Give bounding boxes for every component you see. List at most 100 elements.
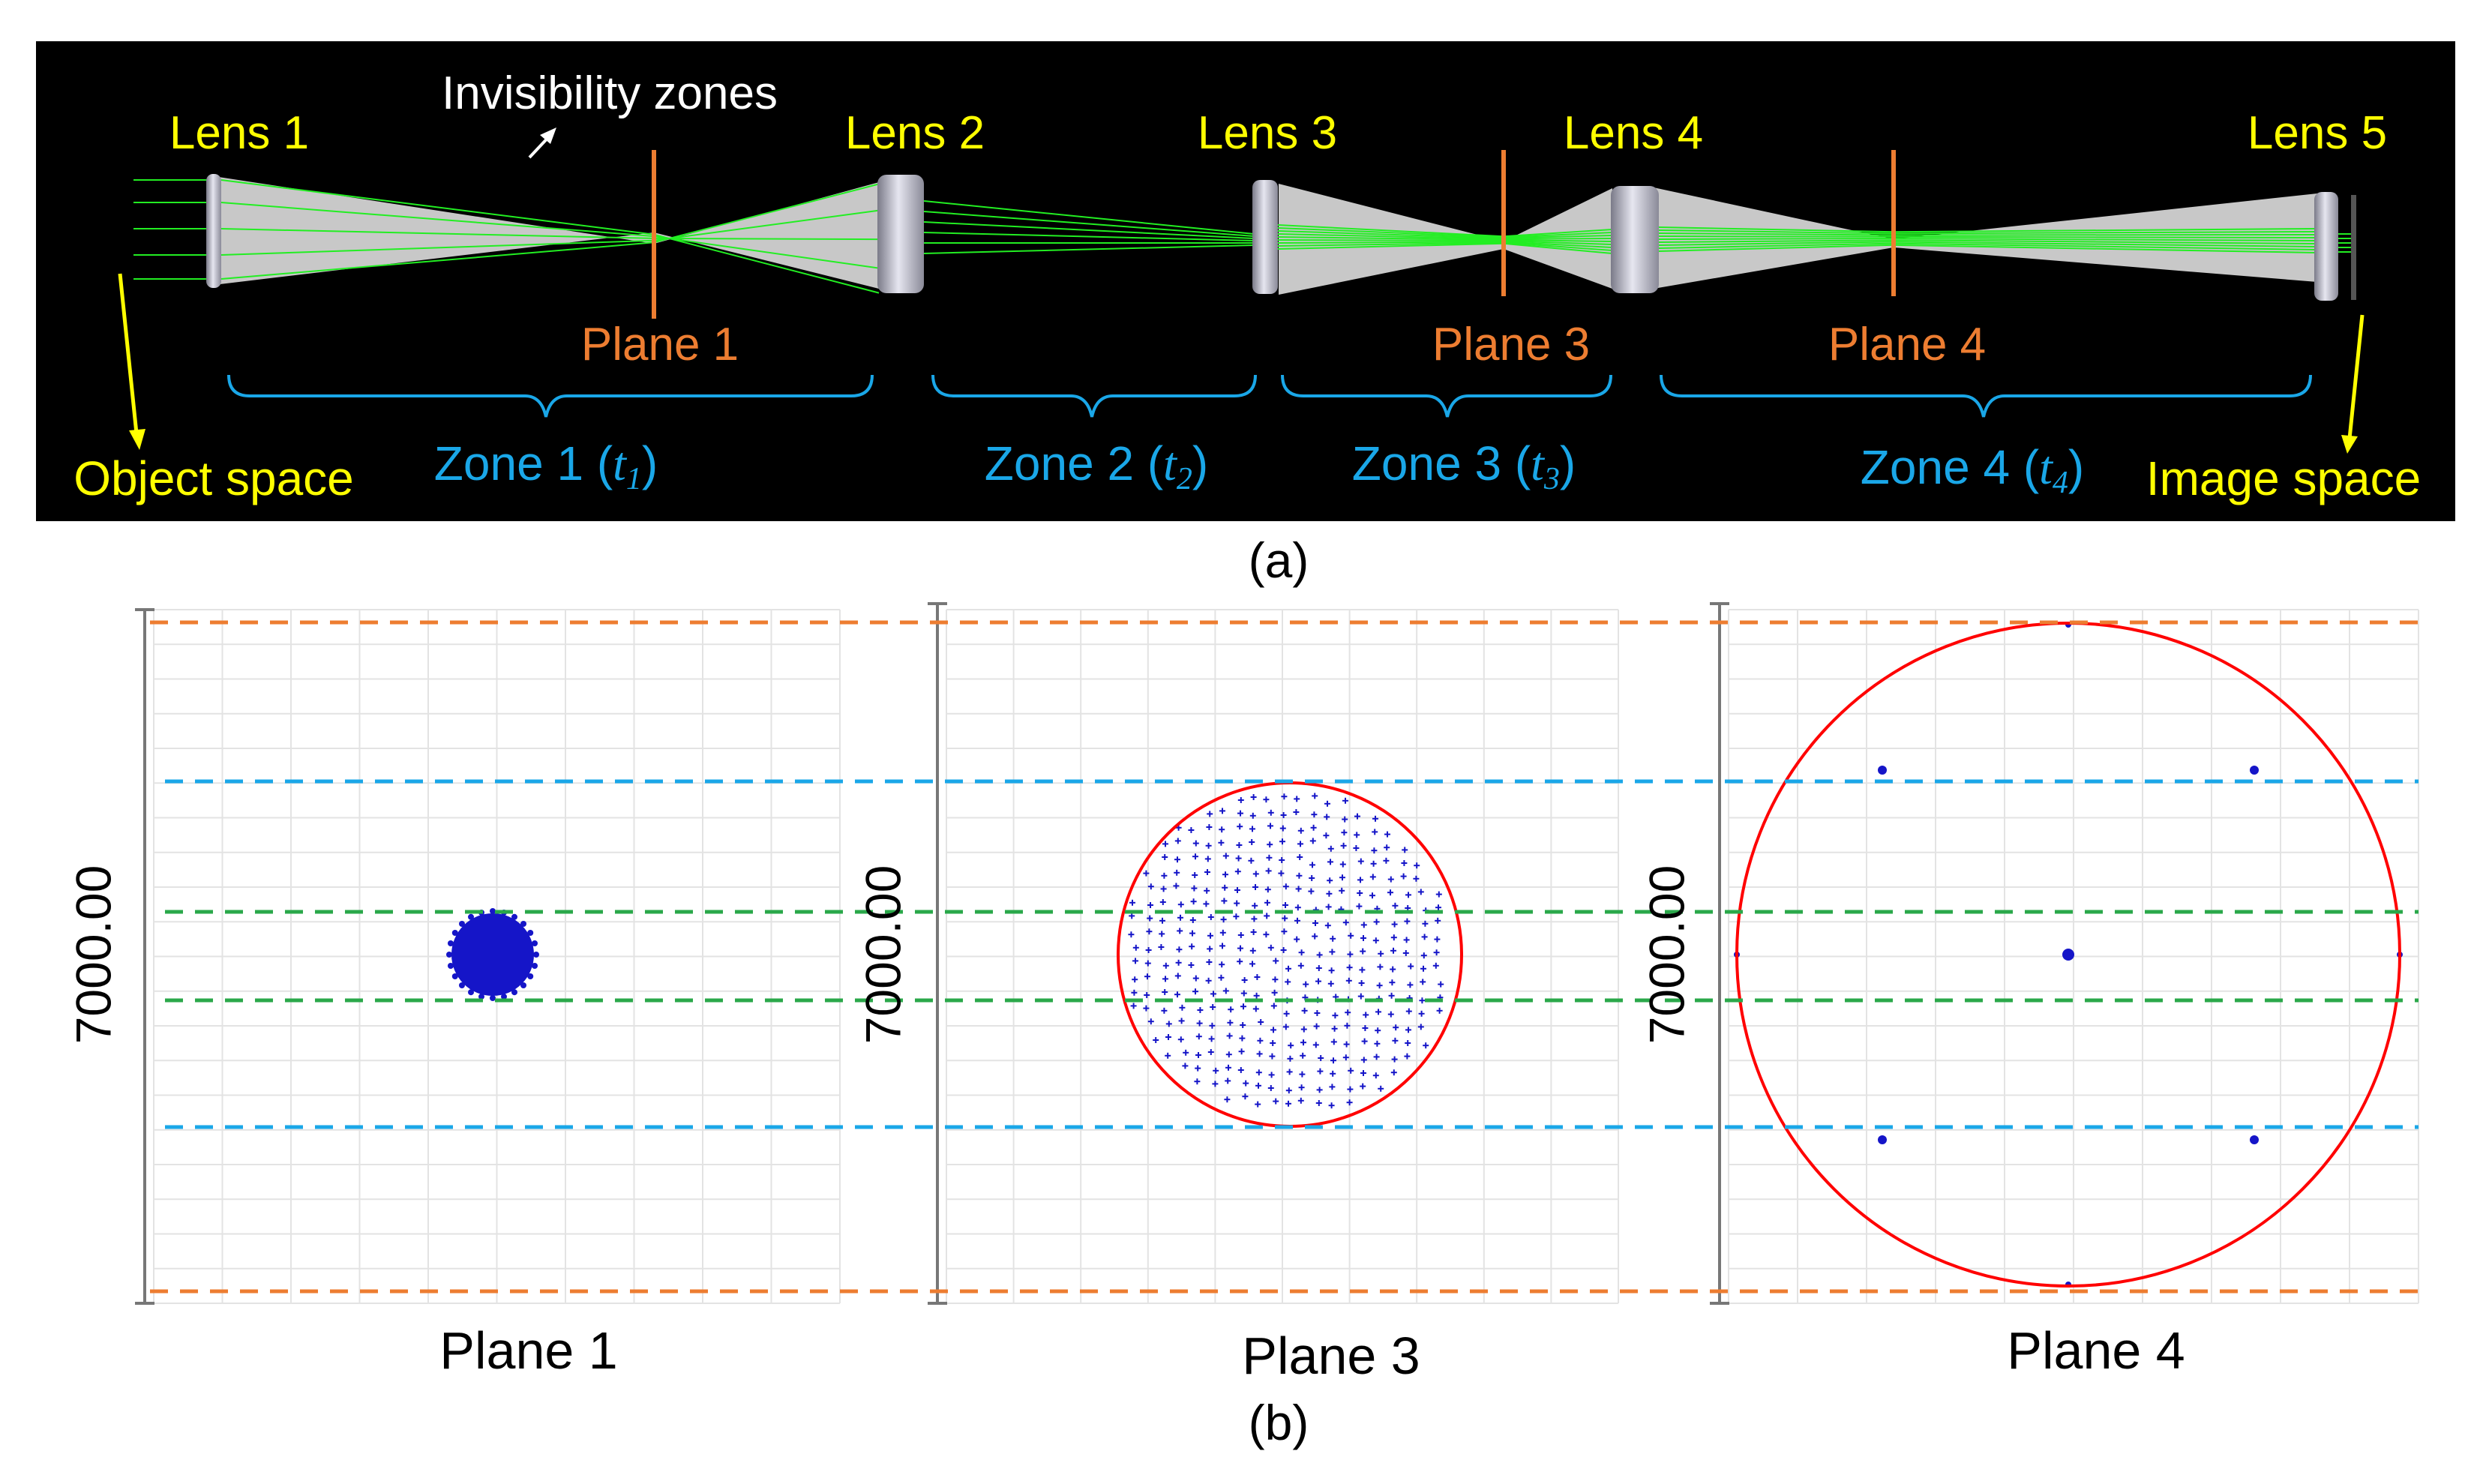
invisibility-arrow [528,127,556,159]
plot-2-title: Plane 3 [1242,1327,1420,1385]
spot-point [1404,918,1411,925]
ray-segment [1658,226,1894,233]
spot-point [1270,1027,1276,1033]
spot-point [1243,1080,1249,1087]
lens-1-element [206,174,221,288]
spot-point [1177,928,1183,934]
spot-point [1206,959,1213,965]
spot-point [1373,919,1380,925]
ray-segment [1277,233,1504,240]
spot-point [1436,1007,1443,1014]
spot-point [1310,824,1317,831]
lens-1-label: Lens 1 [169,107,309,159]
spot-point [1377,964,1384,970]
spot-point [468,989,474,996]
spot-point [1360,1057,1367,1063]
spot-point [1263,796,1270,803]
spot-point [1315,978,1321,985]
spot-point [1331,1025,1338,1032]
plane-4-circle [1735,622,2401,1288]
spot-point [1433,949,1440,956]
spot-point [1222,884,1228,891]
spot-point [1383,857,1390,864]
plot-2-grid [946,609,1619,1304]
ray-segment [653,235,880,269]
spot-point [1401,860,1408,866]
spot-point [1347,1086,1354,1093]
spot-point [1173,883,1180,889]
spot-point [1878,766,1887,775]
spot-point [1270,1003,1277,1009]
spot-point [1354,813,1360,820]
spot-point [1435,904,1441,911]
spot-point [1132,958,1138,964]
spot-point [1249,947,1256,954]
spot-point [1240,990,1247,997]
lens-3-label: Lens 3 [1198,107,1337,159]
image-space-label: Image space [2146,451,2421,505]
spot-point [1239,1035,1246,1042]
spot-diagram-plane-1 [446,908,539,1001]
spot-point [533,952,539,958]
spot-point [1418,1010,1425,1017]
spot-point [1165,1052,1171,1059]
spot-point [1252,884,1258,890]
spot-point [1128,931,1135,938]
spot-point [1161,1007,1168,1014]
spot-point [1329,949,1336,955]
spot-point [1190,898,1197,905]
spot-point [1369,892,1375,899]
ray-segment [220,179,655,235]
space-arrows [118,273,2365,454]
spot-point [1204,887,1210,894]
plane-markers [652,150,1896,319]
spot-point [1253,992,1260,999]
spot-point [1309,838,1316,844]
spot-point [1356,903,1363,910]
spot-point [1325,904,1332,910]
spot-point [1147,1018,1154,1025]
plot-3-axis-label: 7000.00 [1639,865,1694,1045]
spot-point [1266,854,1273,861]
caption-a: (a) [1249,532,1309,588]
lens-2-label: Lens 2 [845,107,985,159]
spot-point [1357,993,1364,1000]
spot-point [1324,800,1330,807]
spot-point [1390,934,1397,941]
plane-4-label: Plane 4 [1828,319,1986,370]
spot-point [1323,832,1330,839]
ray-segment [1277,239,1504,242]
spot-point [1273,958,1279,964]
spot-point [1222,853,1229,859]
spot-point [1252,1006,1259,1012]
spot-point [1267,823,1273,829]
spot-point [1324,814,1330,820]
spot-point [1309,875,1315,881]
spot-point [1237,958,1243,965]
spot-point [1404,1053,1411,1060]
spot-point [1159,899,1166,905]
spot-point [1378,1085,1384,1092]
spot-point [1327,877,1333,884]
spot-point [1234,900,1240,907]
spot-point [1129,913,1135,919]
spot-point [1237,932,1244,938]
spot-point [1390,947,1396,954]
spot-point [1195,1065,1201,1072]
ray-segment [1503,232,1613,238]
spot-point [1224,1096,1231,1103]
spot-point [1144,992,1150,998]
spot-point [1264,886,1271,893]
spot-point [1207,1049,1214,1055]
spot-point [1372,1072,1379,1079]
zone-1-brace [227,374,874,418]
spot-point [1161,872,1168,879]
spot-point [1240,1003,1246,1010]
spot-point [1221,898,1228,904]
spot-point [1285,979,1291,985]
ray-segment [653,209,880,241]
spot-point [1287,1055,1294,1062]
ray-segment [220,239,655,256]
spot-point [1147,902,1153,908]
spot-point [1281,928,1288,935]
